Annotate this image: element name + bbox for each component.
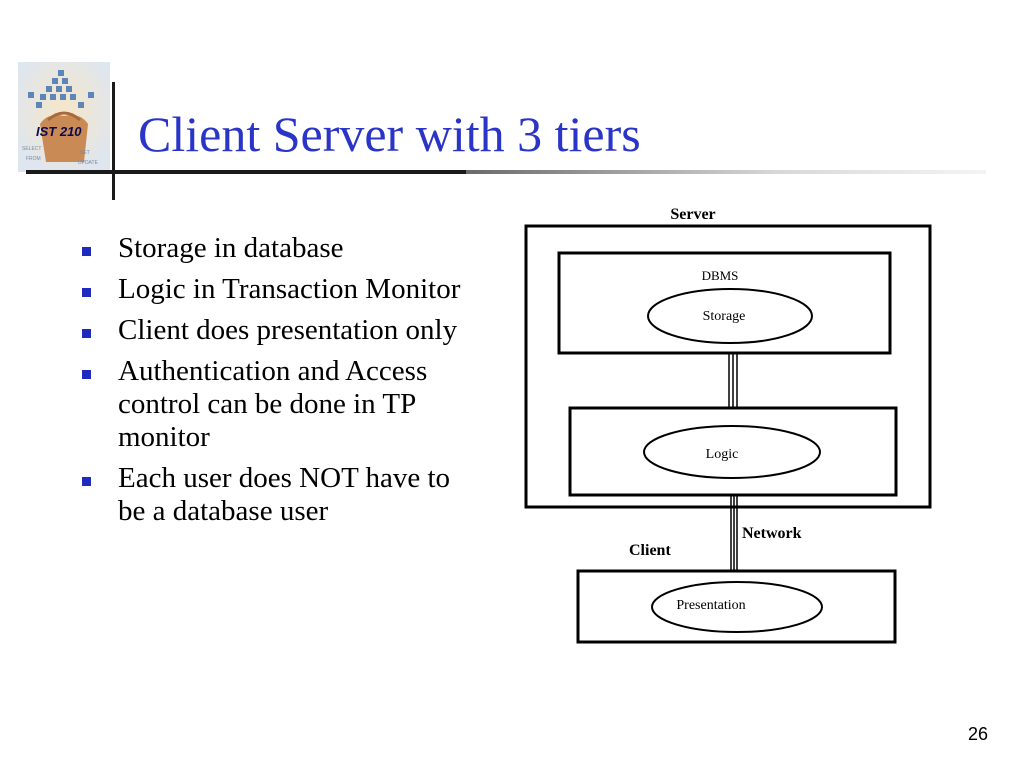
presentation-label: Presentation xyxy=(676,598,745,613)
square-bullet-icon xyxy=(82,477,91,486)
bullet-item: Logic in Transaction Monitor xyxy=(78,273,478,306)
bullet-item: Client does presentation only xyxy=(78,314,478,347)
bullet-item: Storage in database xyxy=(78,232,478,265)
server-box xyxy=(524,224,932,509)
logo-image: SELECT SET FROM UPDATE xyxy=(18,62,110,172)
presentation-ellipse xyxy=(651,581,823,633)
bullet-text: Logic in Transaction Monitor xyxy=(118,273,461,305)
server-label: Server xyxy=(670,206,715,223)
square-bullet-icon xyxy=(82,370,91,379)
course-logo: SELECT SET FROM UPDATE xyxy=(18,62,110,172)
square-bullet-icon xyxy=(82,247,91,256)
square-bullet-icon xyxy=(82,288,91,297)
page-number: 26 xyxy=(968,724,989,744)
svg-text:FROM: FROM xyxy=(26,156,41,162)
title-vertical-rule xyxy=(112,82,115,200)
storage-label: Storage xyxy=(703,309,746,324)
bullet-list: Storage in database Logic in Transaction… xyxy=(78,232,478,536)
bullet-text: Each user does NOT have to be a database… xyxy=(118,462,451,527)
bullet-text: Authentication and Access control can be… xyxy=(118,355,428,453)
network-connector xyxy=(730,495,738,571)
dbms-logic-connector xyxy=(728,353,738,407)
client-label: Client xyxy=(629,542,671,559)
logic-ellipse xyxy=(643,425,821,479)
svg-text:SET: SET xyxy=(80,150,90,156)
dbms-label: DBMS xyxy=(702,268,739,283)
logic-label: Logic xyxy=(706,447,739,462)
bullet-text: Client does presentation only xyxy=(118,314,458,346)
square-bullet-icon xyxy=(82,329,91,338)
title-horizontal-rule xyxy=(26,170,466,174)
bullet-item: Each user does NOT have to be a database… xyxy=(78,462,478,528)
logo-text: IST 210 xyxy=(36,124,82,139)
bullet-text: Storage in database xyxy=(118,232,344,264)
network-label: Network xyxy=(742,525,802,542)
svg-text:UPDATE: UPDATE xyxy=(78,160,99,166)
slide-title: Client Server with 3 tiers xyxy=(138,106,641,162)
title-rule-fade xyxy=(466,170,986,174)
bullet-item: Authentication and Access control can be… xyxy=(78,355,478,454)
svg-text:SELECT: SELECT xyxy=(22,146,41,152)
storage-ellipse xyxy=(647,288,813,344)
